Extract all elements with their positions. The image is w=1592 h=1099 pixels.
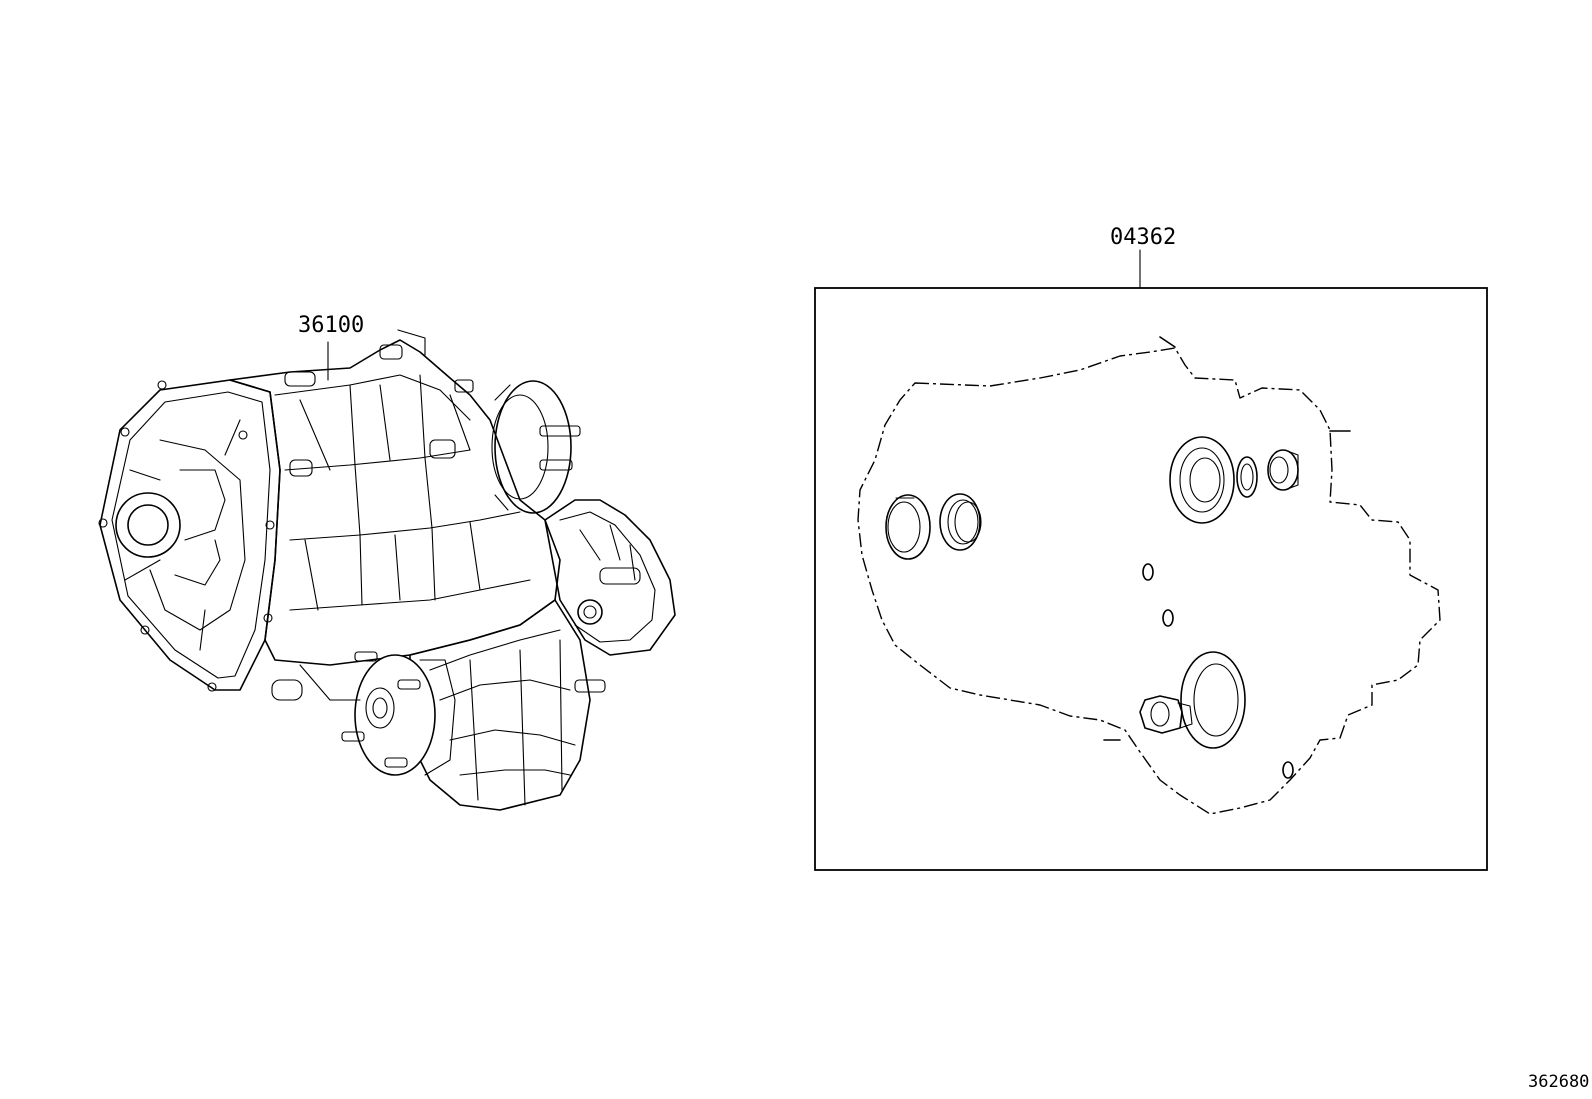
bearing-seal-upper (1169, 436, 1235, 524)
oil-seal-left (885, 494, 931, 560)
case-gasket-outline (857, 347, 1441, 815)
main-case-body (229, 339, 561, 666)
actuator-housing (544, 499, 676, 656)
bearing-seal-lower (1180, 651, 1246, 749)
figure-id: 362680 (1528, 1072, 1589, 1092)
bell-housing-outline (99, 379, 281, 691)
flange-studs (341, 651, 421, 768)
transfer-assembly-drawing[interactable] (98, 329, 676, 811)
lower-case (409, 599, 591, 811)
o-ring-pair (939, 493, 982, 551)
part-number-36100[interactable]: 36100 (298, 313, 364, 338)
part-number-04362[interactable]: 04362 (1110, 225, 1176, 250)
small-o-ring-b (1162, 609, 1174, 627)
input-flange (115, 492, 181, 558)
small-o-ring-c (1282, 761, 1294, 779)
rear-output-flange (494, 380, 572, 514)
lock-nut (1139, 695, 1193, 734)
front-output-flange (354, 654, 436, 776)
gasket-kit-frame[interactable] (814, 287, 1488, 871)
small-o-ring-a (1142, 563, 1154, 581)
gasket-kit-contents (857, 336, 1441, 815)
small-ring-upper (1236, 456, 1258, 498)
sleeve-upper (1267, 449, 1299, 491)
housing-bolts (98, 380, 275, 692)
